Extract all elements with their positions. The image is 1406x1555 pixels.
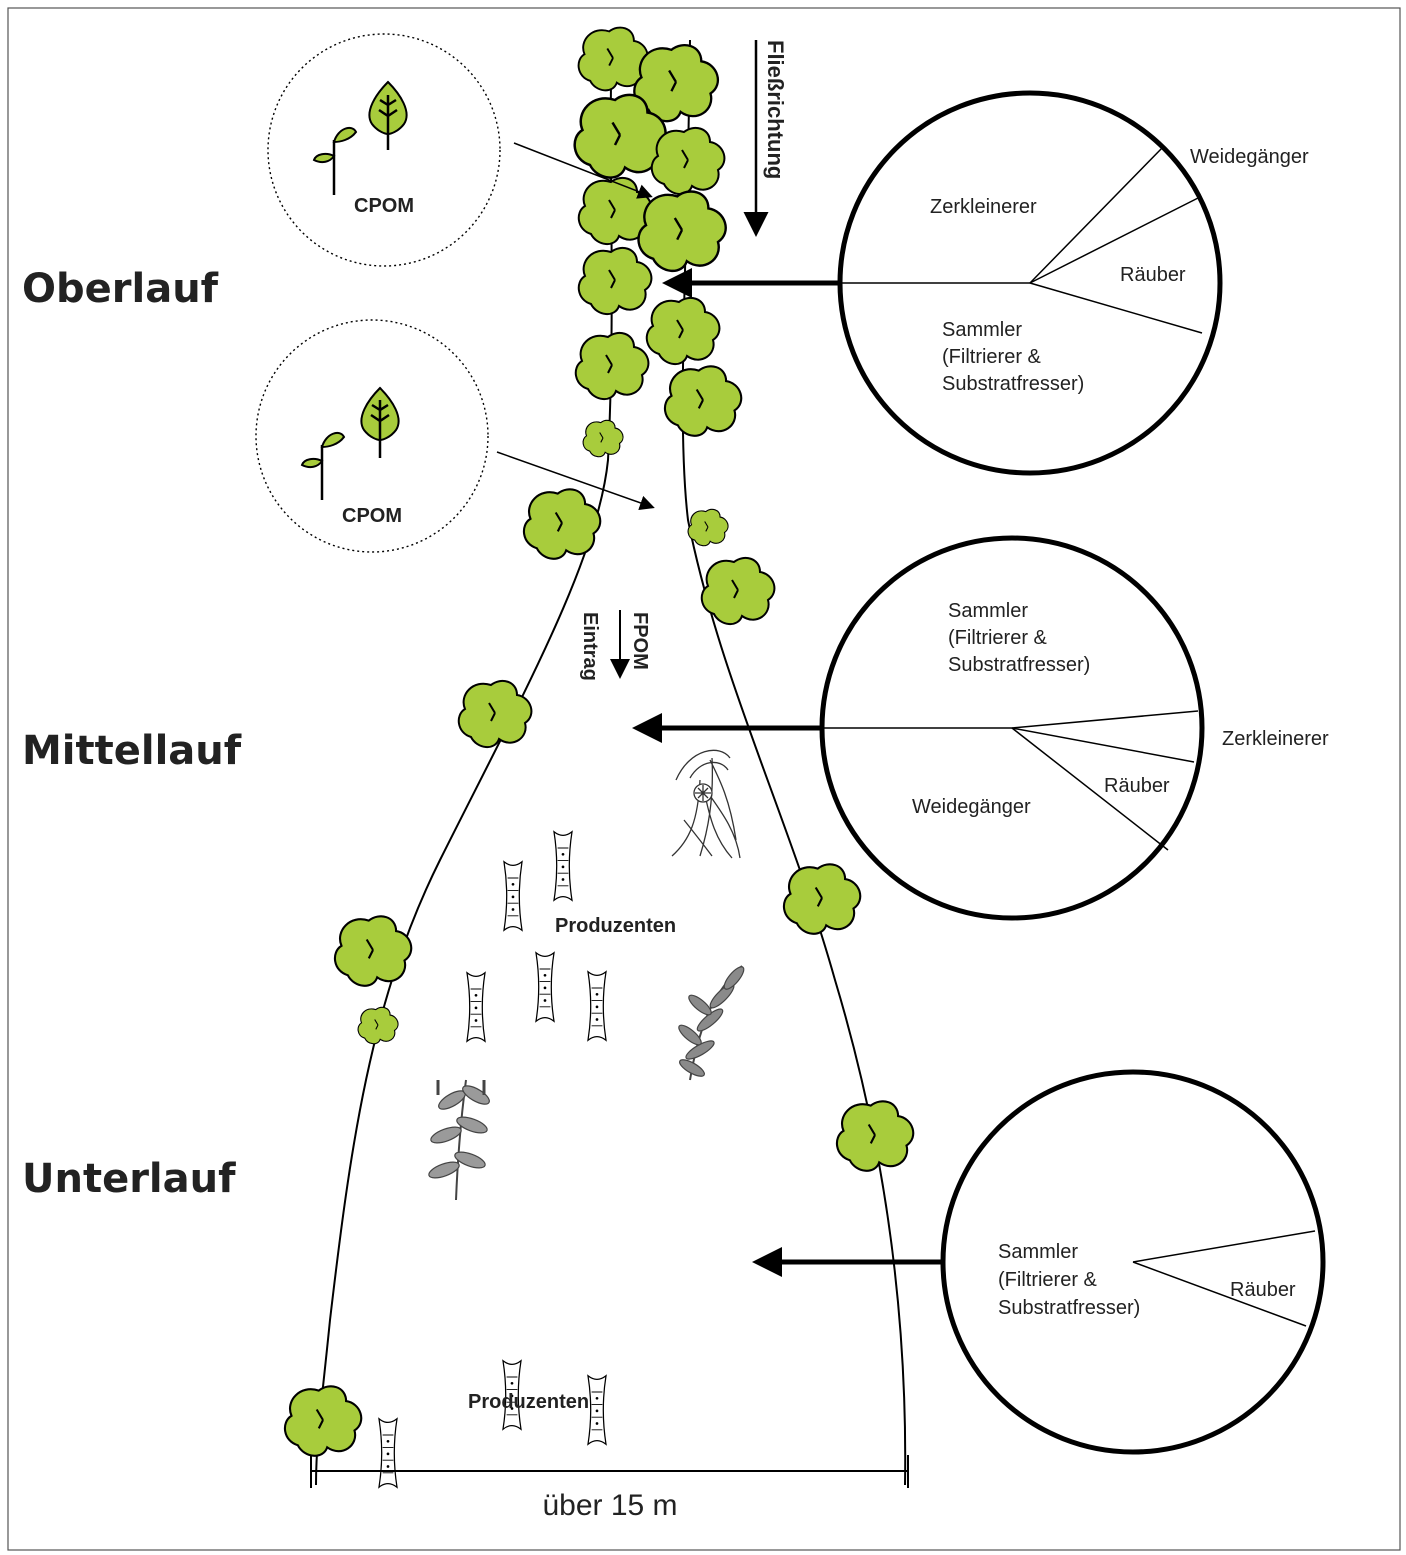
leaf-icon xyxy=(702,558,775,624)
tree-leaf-icon xyxy=(369,82,406,150)
pie-label-collectors: Sammler xyxy=(948,600,1028,622)
tree-leaf-icon xyxy=(361,388,398,458)
aquatic-plant-icon xyxy=(672,750,740,858)
seedling-icon xyxy=(302,433,344,500)
producers-label: Produzenten xyxy=(468,1391,589,1413)
aquatic-plant-icon xyxy=(427,1080,492,1200)
pie-label-shredders: Zerkleinerer xyxy=(1222,728,1329,750)
pie-label-predators: Räuber xyxy=(1230,1279,1296,1301)
leaf-icon xyxy=(784,864,860,933)
leaf-icon xyxy=(647,298,720,364)
diatom-icon xyxy=(536,953,554,1021)
producers-lower: Produzenten xyxy=(379,1361,606,1487)
leaf-icon xyxy=(358,1007,398,1043)
pie-label-collectors: Sammler xyxy=(998,1241,1078,1263)
diatom-icon xyxy=(588,972,606,1040)
leaf-icon xyxy=(688,509,728,545)
pie-label-collectors-detail: (Filtrierer & xyxy=(948,627,1048,649)
riparian-leaves xyxy=(285,28,913,1456)
pie-label-predators: Räuber xyxy=(1104,775,1170,797)
diatom-icon xyxy=(588,1376,606,1444)
cpom-circle xyxy=(268,34,500,266)
cpom-label: CPOM xyxy=(354,195,414,217)
river-left-bank xyxy=(316,40,612,1485)
leaf-icon xyxy=(639,192,726,271)
producers-label: Produzenten xyxy=(555,915,676,937)
pie-label-grazers: Weidegänger xyxy=(912,796,1031,818)
pie-label-grazers: Weidegänger xyxy=(1190,146,1309,168)
leaf-icon xyxy=(837,1101,913,1170)
flow-direction-label: Fließrichtung xyxy=(763,40,788,179)
diatom-icon xyxy=(379,1419,397,1487)
leaf-icon xyxy=(524,489,600,558)
section-label-upper: Oberlauf xyxy=(22,266,219,312)
pie-label-collectors-detail: Substratfresser) xyxy=(998,1297,1140,1319)
leaf-icon xyxy=(579,248,652,314)
leaf-icon xyxy=(459,681,532,747)
section-label-middle: Mittellauf xyxy=(22,728,242,774)
aquatic-plant-icon xyxy=(676,964,747,1080)
pie-label-shredders: Zerkleinerer xyxy=(930,196,1037,218)
pie-label-predators: Räuber xyxy=(1120,264,1186,286)
width-scale-text: über 15 m xyxy=(542,1489,677,1522)
pie-label-collectors-detail: Substratfresser) xyxy=(948,654,1090,676)
leaf-icon xyxy=(583,420,623,456)
section-label-lower: Unterlauf xyxy=(22,1156,236,1202)
leaf-icon xyxy=(665,366,741,435)
leaf-icon xyxy=(335,916,411,985)
seedling-icon xyxy=(314,128,356,195)
pie-label-collectors-detail: (Filtrierer & xyxy=(942,346,1042,368)
cpom-label: CPOM xyxy=(342,505,402,527)
width-scale xyxy=(311,1455,908,1488)
fpom-label-line1: FPOM xyxy=(629,612,651,670)
producers-middle: Produzenten xyxy=(467,832,676,1041)
pie-label-collectors-detail: Substratfresser) xyxy=(942,373,1084,395)
diatom-icon xyxy=(554,832,572,900)
leaf-icon xyxy=(652,128,725,194)
fpom-label-line2: Eintrag xyxy=(579,612,601,681)
pie-label-collectors: Sammler xyxy=(942,319,1022,341)
leaf-icon xyxy=(285,1386,361,1455)
leaf-icon xyxy=(576,333,649,399)
diatom-icon xyxy=(504,862,522,930)
pie-label-collectors-detail: (Filtrierer & xyxy=(998,1269,1098,1291)
diatom-icon xyxy=(467,973,485,1041)
fpom-input: FPOM Eintrag xyxy=(579,610,651,681)
